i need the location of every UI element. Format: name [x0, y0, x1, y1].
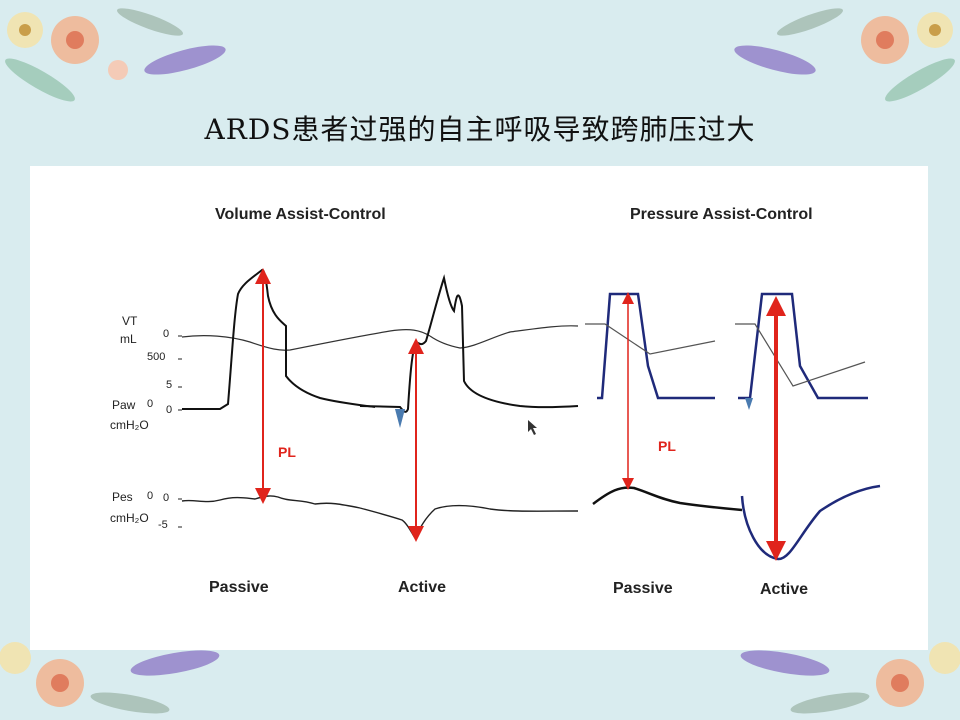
caption-pressure-active: Active — [760, 581, 809, 598]
flower-decoration-bottom-left — [0, 642, 220, 714]
panel-title-volume: Volume Assist-Control — [215, 206, 386, 223]
pes-tick-0a: 0 — [147, 490, 154, 502]
flower-decoration-top-left — [5, 8, 226, 102]
pl-label-volume: PL — [278, 444, 296, 460]
vt-trace-passive — [181, 329, 431, 351]
panel-title-pressure: Pressure Assist-Control — [630, 206, 813, 223]
vt-axis-label: VT — [122, 314, 138, 328]
flower-decoration-top-right — [734, 8, 955, 102]
pes-tick-0b: 0 — [163, 492, 170, 504]
waveform-figure: Volume Assist-Control Pressure Assist-Co… — [30, 166, 928, 650]
pes-axis-unit: cmH₂O — [110, 511, 149, 525]
caption-volume-passive: Passive — [209, 579, 269, 596]
pes-trace-volume-active — [359, 504, 579, 540]
trigger-dip-volume — [395, 409, 405, 428]
vt-trace-active — [429, 325, 579, 349]
flower-decoration-bottom-right — [740, 642, 960, 714]
paw-tick-0b: 0 — [166, 404, 173, 416]
trigger-dip-pressure — [745, 398, 753, 410]
vt-tick-500: 500 — [147, 351, 166, 363]
paw-axis-unit: cmH₂O — [110, 418, 149, 432]
paw-tick-5: 5 — [166, 379, 173, 391]
pl-label-pressure: PL — [658, 438, 676, 454]
slide-title: ARDS患者过强的自主呼吸导致跨肺压过大 — [204, 113, 756, 146]
vt-axis-unit: mL — [120, 332, 137, 346]
paw-curve-pressure-passive — [597, 292, 715, 400]
paw-axis-label: Paw — [112, 398, 136, 412]
caption-volume-active: Active — [398, 579, 447, 596]
pes-axis-label: Pes — [112, 490, 133, 504]
pes-trace-volume-passive — [181, 495, 361, 509]
caption-pressure-passive: Passive — [613, 580, 673, 597]
paw-trace-volume-active — [359, 274, 579, 413]
vt-tick-0: 0 — [163, 328, 170, 340]
pes-tick-minus5: -5 — [158, 519, 168, 531]
waveform-diagram — [178, 268, 881, 561]
paw-tick-0a: 0 — [147, 398, 154, 410]
cursor-icon — [528, 420, 537, 435]
pes-curve-pressure-active — [740, 484, 881, 561]
pes-curve-pressure-passive — [592, 486, 743, 512]
